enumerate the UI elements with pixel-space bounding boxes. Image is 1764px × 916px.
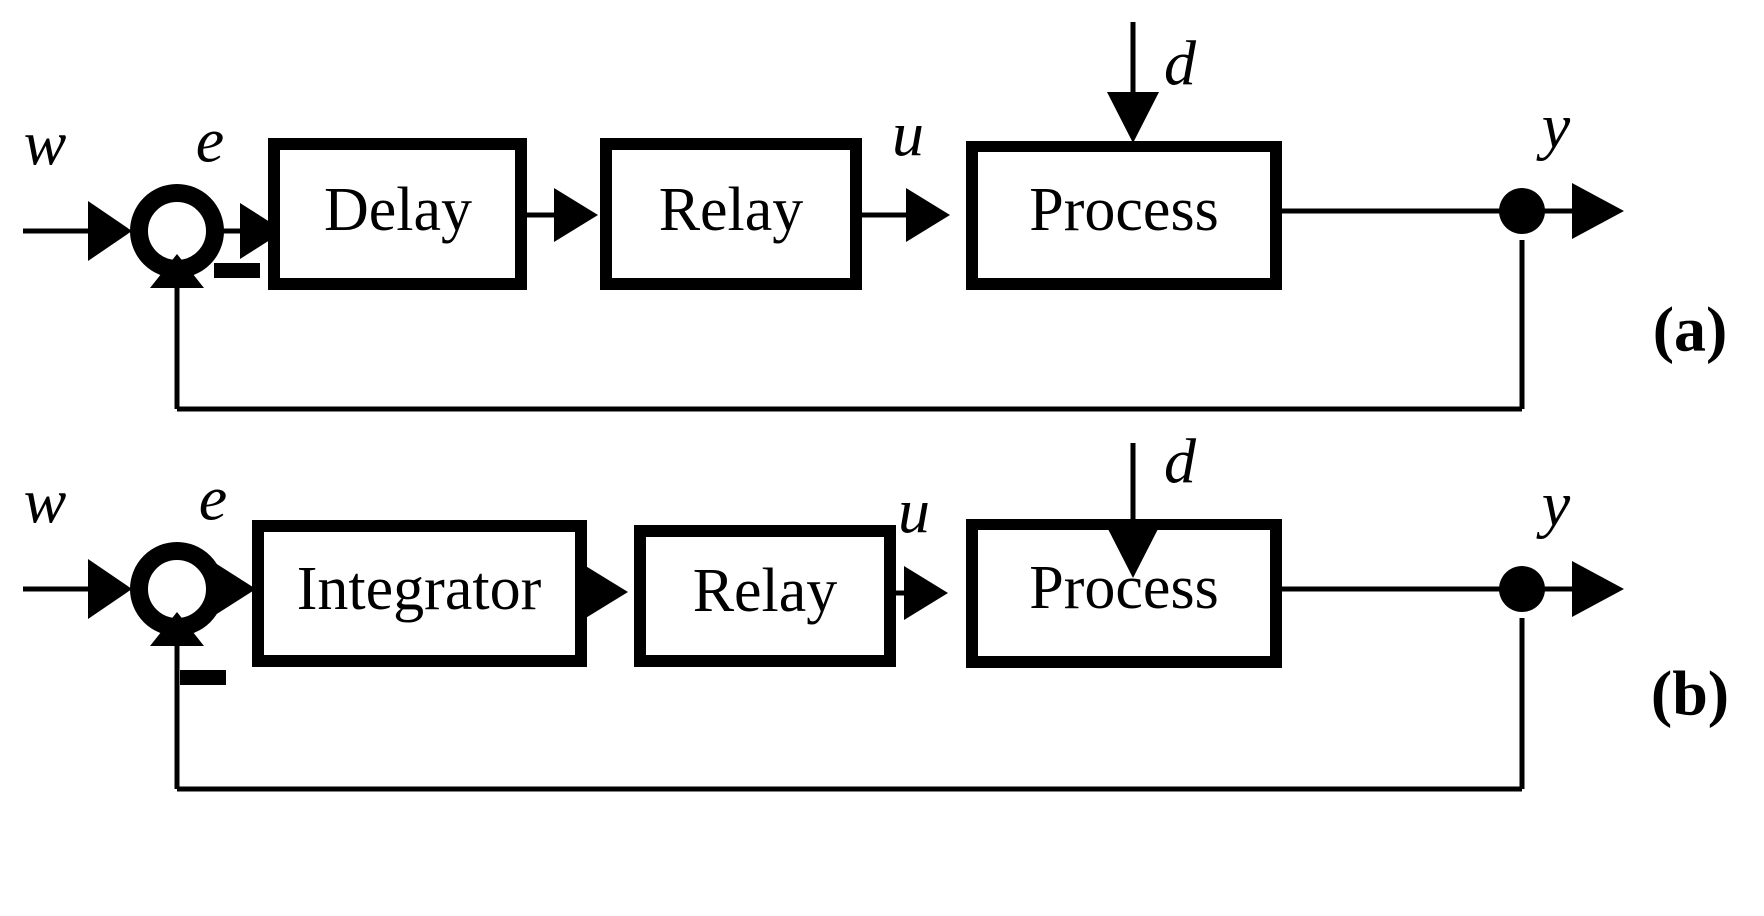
arrowhead-disturbance-a: [1107, 92, 1159, 143]
signal-label-u-b: u: [898, 476, 930, 547]
minus-sign-a: [214, 263, 260, 278]
panel-b: w e Integrator: [23, 426, 1729, 792]
arrowhead-delay-relay-a: [554, 188, 598, 242]
signal-label-y-b: y: [1536, 469, 1571, 540]
block-delay-a: Delay: [268, 138, 527, 290]
arrowhead-relay-process-a: [906, 188, 950, 242]
arrowhead-output-a: [1572, 183, 1624, 239]
panel-label-b: (b): [1651, 658, 1729, 729]
block-relay-a: Relay: [600, 138, 862, 290]
signal-label-w-a: w: [24, 108, 67, 179]
block-delay-fill-a: [280, 150, 515, 278]
signal-label-d-a: d: [1164, 28, 1197, 99]
block-relay-label-a: Relay: [659, 176, 804, 244]
arrowhead-integrator-relay-b: [584, 565, 628, 619]
signal-label-d-b: d: [1164, 426, 1197, 497]
block-relay-fill-a: [612, 150, 850, 278]
block-integrator-fill-b: [264, 532, 575, 655]
block-relay-label-b: Relay: [693, 557, 838, 625]
signal-label-e-a: e: [196, 105, 224, 176]
minus-sign-b: [180, 670, 226, 685]
arrowhead-feedback-a: [150, 254, 204, 288]
block-relay-b: Relay: [634, 525, 896, 667]
panel-a: w e Delay: [23, 22, 1728, 412]
arrowhead-relay-process-b: [904, 566, 948, 620]
arrowhead-disturbance-b: [1107, 527, 1159, 578]
block-process-a: Process: [966, 141, 1282, 290]
arrowhead-w-b: [88, 559, 132, 619]
block-process-label-a: Process: [1029, 176, 1218, 244]
arrowhead-feedback-b: [150, 612, 204, 646]
block-delay-label-a: Delay: [324, 176, 472, 244]
block-relay-fill-b: [646, 537, 884, 655]
signal-label-e-b: e: [199, 463, 227, 534]
signal-label-y-a: y: [1536, 91, 1571, 162]
arrowhead-e-a: [240, 203, 284, 259]
block-process-fill-a: [978, 152, 1270, 278]
arrowhead-e-b: [212, 561, 256, 617]
arrowhead-output-b: [1572, 561, 1624, 617]
block-integrator-label-b: Integrator: [297, 555, 542, 623]
signal-label-w-b: w: [24, 466, 67, 537]
signal-label-u-a: u: [892, 99, 924, 170]
block-integrator-b: Integrator: [252, 520, 587, 667]
panel-label-a: (a): [1653, 294, 1728, 365]
block-process-label-b: Process: [1029, 554, 1218, 622]
arrowhead-w-a: [88, 201, 132, 261]
